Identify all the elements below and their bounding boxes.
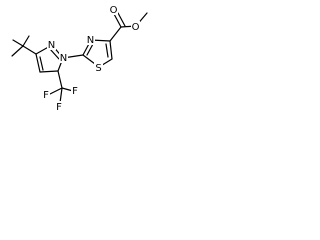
thiazole-bond-c2-n3-inner — [86, 43, 94, 56]
thiazole-bond-c4-c5 — [109, 40, 113, 60]
ester-bond-carbonyl-o — [113, 13, 122, 28]
atom-o-carbonyl-label: O — [110, 5, 118, 16]
atom-o-carbonyl: O — [109, 4, 118, 16]
pyrazole-bond-n1-n2-inner — [49, 48, 60, 60]
atom-f-right-label: F — [72, 86, 78, 97]
tbutyl-bond-up-right — [22, 35, 30, 47]
chemical-structure-diagram: O O N S N N F F F — [11, 4, 148, 113]
atom-o-ether-label: O — [132, 22, 140, 33]
cf3-bond-f-left — [47, 87, 63, 96]
cf3-bond-f-bottom — [59, 87, 63, 104]
atom-n-pyrazole-2-label: N — [48, 40, 55, 51]
tbutyl-bond-down-left — [11, 45, 24, 57]
tbutyl-bond-up-left — [12, 39, 24, 47]
ester-bond-ring-to-carbonyl — [109, 26, 122, 42]
atom-f-top-left-label: F — [43, 90, 49, 101]
atom-n-thiazole: N — [86, 34, 95, 46]
atom-n-thiazole-label: N — [87, 35, 94, 46]
atom-s-thiazole: S — [94, 62, 103, 74]
atom-o-ether: O — [131, 21, 140, 33]
atom-f-bottom: F — [55, 101, 63, 113]
cf3-bond-ring-to-carbon — [57, 70, 63, 89]
pyrazole-bond-c3-c4 — [35, 53, 41, 73]
atom-n-pyrazole-1: N — [59, 52, 68, 64]
atom-f-bottom-label: F — [56, 102, 62, 113]
atom-f-right: F — [71, 85, 79, 97]
ester-bond-carbonyl-o-second — [117, 12, 126, 27]
atom-f-top-left: F — [42, 89, 50, 101]
tbutyl-bond-to-ring — [22, 45, 37, 55]
thiazole-bond-c4-c5-inner — [105, 43, 109, 58]
pyrazole-bond-c3-c4-inner — [39, 56, 44, 71]
atom-n-pyrazole-2: N — [47, 39, 56, 51]
atom-s-thiazole-label: S — [95, 63, 101, 74]
pyrazole-bond-c4-c5 — [39, 70, 59, 73]
atom-n-pyrazole-1-label: N — [60, 53, 67, 64]
